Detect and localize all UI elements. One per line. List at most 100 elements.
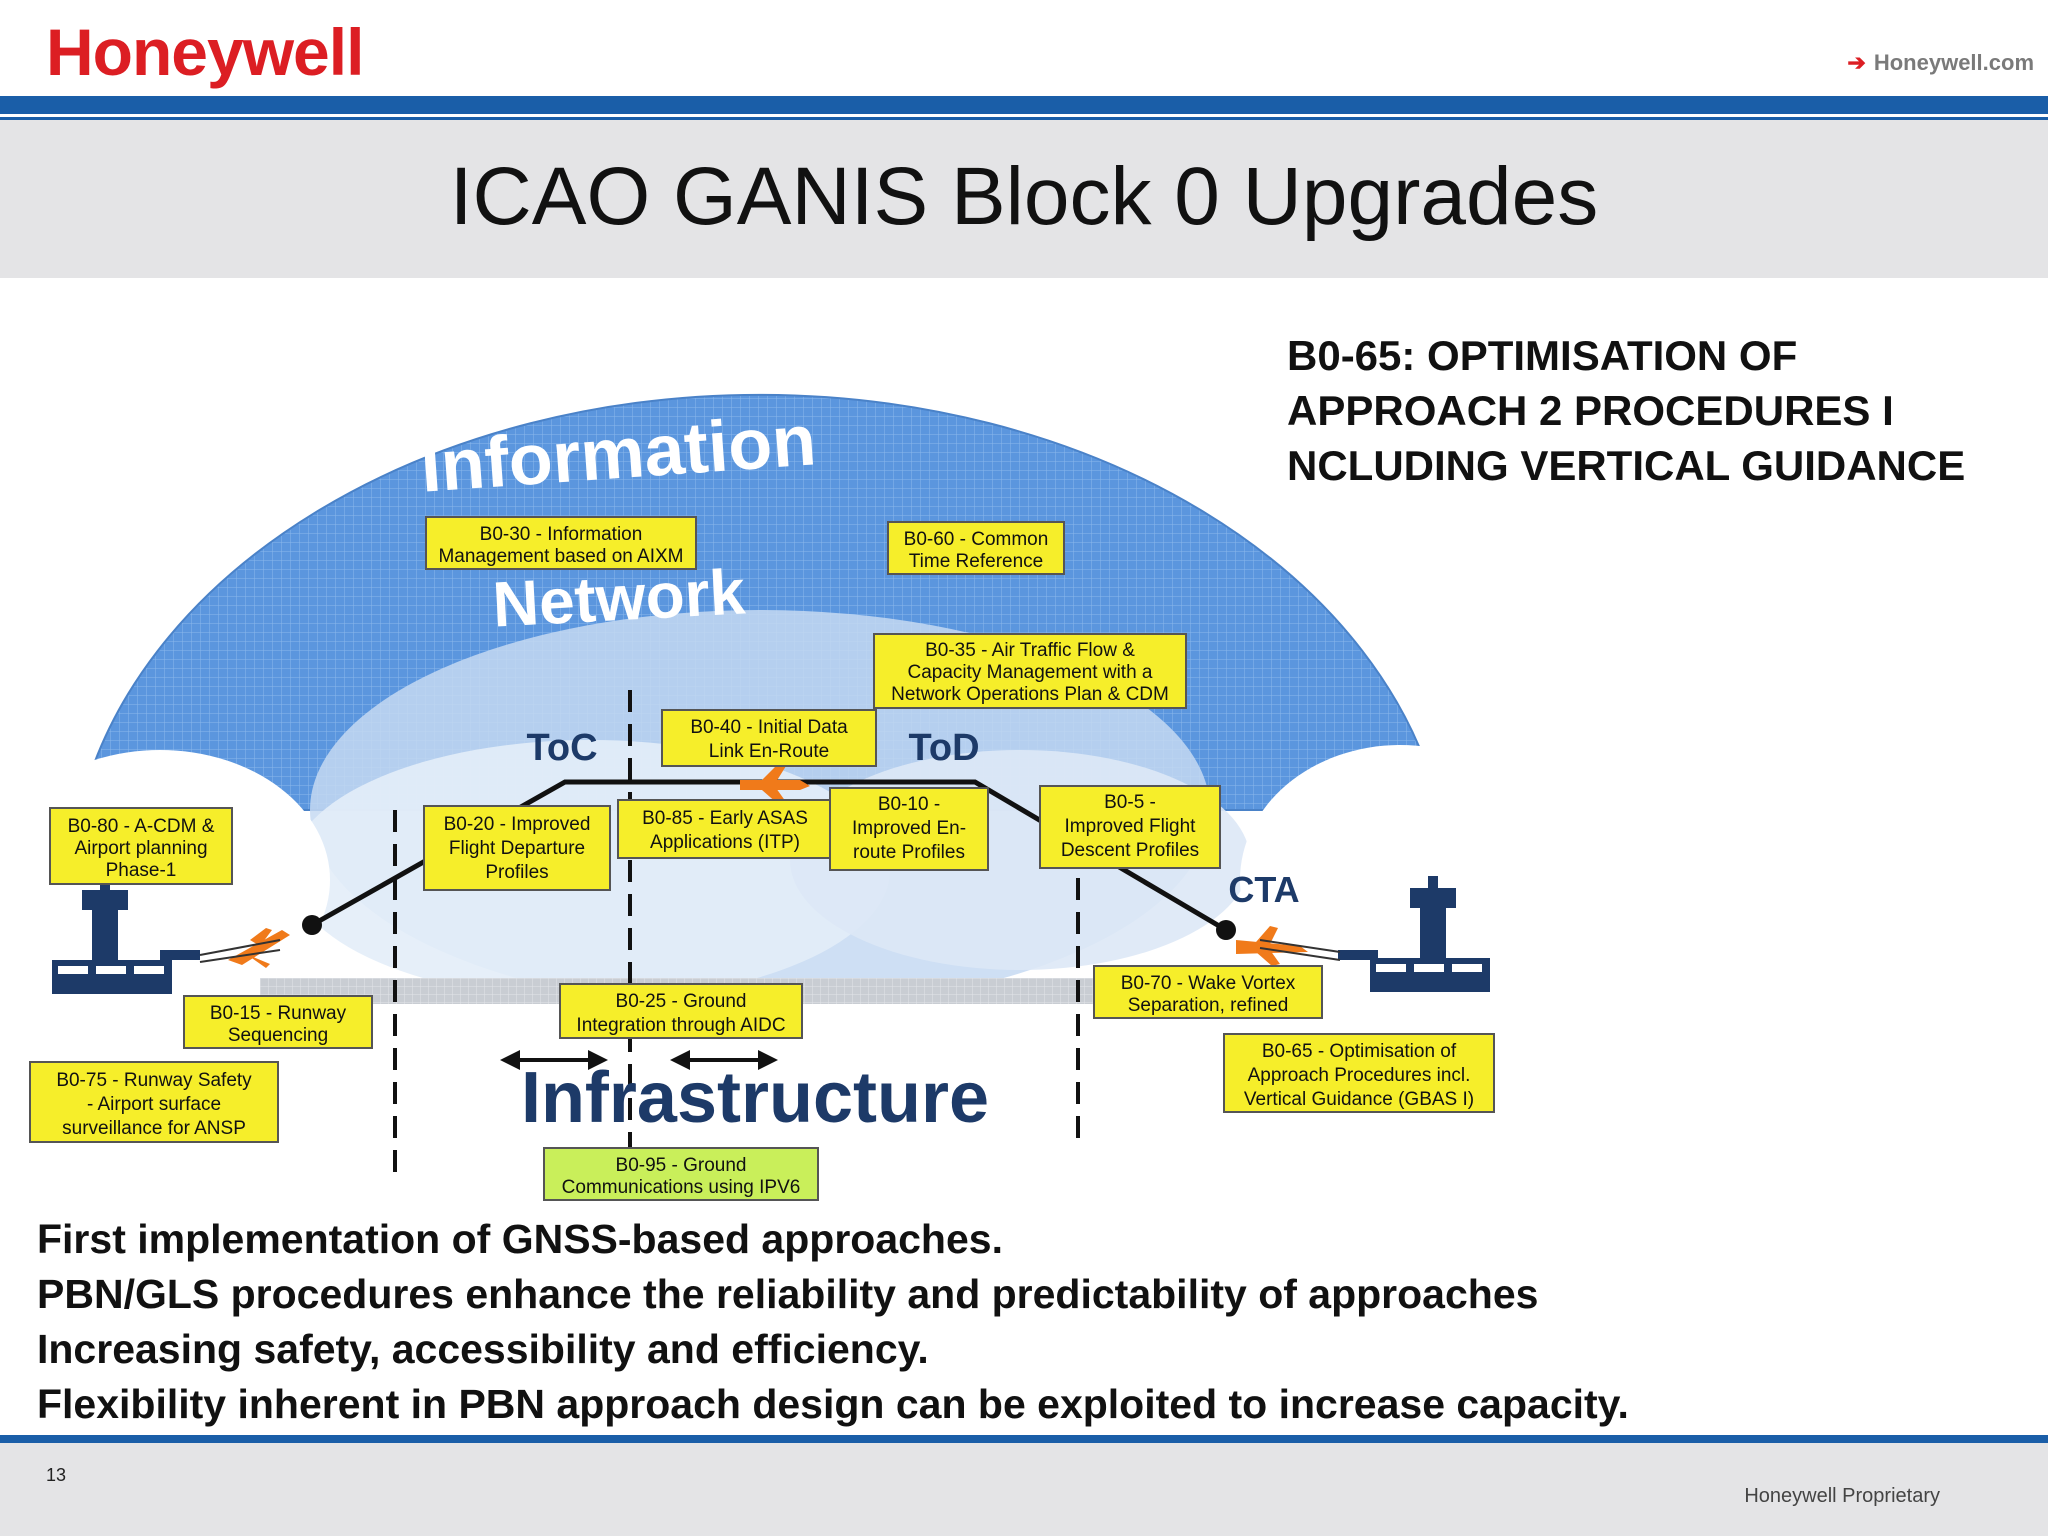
side-heading: B0-65: OPTIMISATION OF APPROACH 2 PROCED… xyxy=(1287,328,2037,493)
honeywell-logo: Honeywell xyxy=(46,15,364,89)
svg-text:Airport planning: Airport planning xyxy=(74,838,207,859)
svg-text:B0-65 - Optimisation of: B0-65 - Optimisation of xyxy=(1262,1041,1457,1062)
cta-label: CTA xyxy=(1228,869,1299,910)
box-text: B0-5 - xyxy=(1104,792,1156,813)
bullet-item: First implementation of GNSS-based appro… xyxy=(37,1216,1003,1262)
slide-title: ICAO GANIS Block 0 Upgrades xyxy=(449,151,1599,242)
side-heading-line: APPROACH 2 PROCEDURES I xyxy=(1287,387,1894,434)
box-b0-35 xyxy=(873,633,1187,709)
box-b0-10 xyxy=(829,787,989,871)
box-text: Time Reference xyxy=(909,551,1043,572)
arrival-point xyxy=(1216,920,1236,940)
box-text: Vertical Guidance (GBAS I) xyxy=(1244,1089,1474,1110)
double-arrow-icon xyxy=(500,1050,778,1070)
box-text: B0-75 - Runway Safety xyxy=(56,1070,252,1091)
box-text: Link En-Route xyxy=(709,741,829,762)
box-text: Improved En- xyxy=(852,818,966,839)
box-text: B0-20 - Improved xyxy=(444,814,591,835)
svg-text:B0-30 - Information: B0-30 - Information xyxy=(480,524,643,545)
svg-text:B0-25 - Ground: B0-25 - Ground xyxy=(616,991,747,1012)
svg-text:B0-85 - Early ASAS: B0-85 - Early ASAS xyxy=(642,808,808,829)
box-text: Flight Departure xyxy=(449,838,585,859)
box-b0-65 xyxy=(1223,1033,1495,1113)
box-text: Applications (ITP) xyxy=(650,832,800,853)
svg-text:Network Operations Plan & CDM: Network Operations Plan & CDM xyxy=(891,684,1169,705)
header-blue-bar xyxy=(0,96,2048,114)
site-link-label: Honeywell.com xyxy=(1873,50,2034,75)
box-text: Improved Flight xyxy=(1065,816,1197,837)
box-text: Integration through AIDC xyxy=(576,1015,785,1036)
svg-text:Management based on AIXM: Management based on AIXM xyxy=(438,546,683,567)
bullet-item: Increasing safety, accessibility and eff… xyxy=(37,1326,929,1372)
box-b0-30 xyxy=(425,516,697,570)
box-text: surveillance for ANSP xyxy=(62,1118,246,1139)
box-text: Descent Profiles xyxy=(1061,840,1199,861)
left-airport-icon xyxy=(52,878,200,994)
box-text: B0-40 - Initial Data xyxy=(690,717,848,738)
tod-label: ToD xyxy=(908,727,979,769)
svg-text:Phase-1: Phase-1 xyxy=(106,860,177,881)
svg-text:surveillance for ANSP: surveillance for ANSP xyxy=(62,1118,246,1139)
box-text: B0-85 - Early ASAS xyxy=(642,808,808,829)
box-text: B0-95 - Ground xyxy=(616,1155,747,1176)
bullet-item: PBN/GLS procedures enhance the reliabili… xyxy=(37,1271,1539,1317)
proprietary-label: Honeywell Proprietary xyxy=(1744,1485,1940,1507)
svg-text:Improved En-: Improved En- xyxy=(852,818,966,839)
honeywell-site-link[interactable]: ➔ Honeywell.com xyxy=(1847,50,2034,76)
box-text: route Profiles xyxy=(853,842,965,863)
box-text: B0-30 - Information xyxy=(480,524,643,545)
svg-text:Vertical Guidance (GBAS I): Vertical Guidance (GBAS I) xyxy=(1244,1089,1474,1110)
box-b0-25 xyxy=(559,983,803,1039)
box-text: Network Operations Plan & CDM xyxy=(891,684,1169,705)
svg-text:B0-70 - Wake Vortex: B0-70 - Wake Vortex xyxy=(1121,973,1296,994)
footer xyxy=(0,1443,2048,1536)
departure-point xyxy=(302,915,322,935)
box-text: B0-25 - Ground xyxy=(616,991,747,1012)
side-heading-line: NCLUDING VERTICAL GUIDANCE xyxy=(1287,442,1966,489)
svg-text:Capacity Management with a: Capacity Management with a xyxy=(907,662,1152,683)
side-heading-line: B0-65: OPTIMISATION OF xyxy=(1287,332,1798,379)
box-b0-15 xyxy=(183,995,373,1049)
box-text: B0-65 - Optimisation of xyxy=(1262,1041,1457,1062)
box-text: Profiles xyxy=(485,862,548,883)
box-text: Sequencing xyxy=(228,1025,328,1046)
box-b0-20 xyxy=(423,805,611,891)
svg-text:B0-35 - Air Traffic Flow &: B0-35 - Air Traffic Flow & xyxy=(925,640,1135,661)
arrow-right-icon: ➔ xyxy=(1847,50,1866,75)
box-text: Phase-1 xyxy=(106,860,177,881)
svg-text:Approach Procedures incl.: Approach Procedures incl. xyxy=(1248,1065,1471,1086)
box-b0-60 xyxy=(887,521,1065,575)
svg-text:Separation, refined: Separation, refined xyxy=(1128,995,1289,1016)
svg-text:Improved Flight: Improved Flight xyxy=(1065,816,1197,837)
box-text: B0-60 - Common xyxy=(904,529,1049,550)
box-b0-40 xyxy=(661,709,877,767)
svg-text:B0-10 -: B0-10 - xyxy=(878,794,940,815)
svg-text:Descent Profiles: Descent Profiles xyxy=(1061,840,1199,861)
title-bar xyxy=(0,120,2048,278)
bullet-item: Flexibility inherent in PBN approach des… xyxy=(37,1381,1629,1427)
svg-text:Integration through AIDC: Integration through AIDC xyxy=(576,1015,785,1036)
svg-text:- Airport surface: - Airport surface xyxy=(87,1094,221,1115)
box-text: B0-15 - Runway xyxy=(210,1003,347,1024)
box-b0-95 xyxy=(543,1147,819,1201)
svg-text:B0-20 - Improved: B0-20 - Improved xyxy=(444,814,591,835)
infrastructure-label: Infrastructure xyxy=(521,1058,989,1138)
page-number: 13 xyxy=(46,1465,67,1485)
box-b0-80 xyxy=(49,807,233,885)
box-text: B0-10 - xyxy=(878,794,940,815)
box-b0-5 xyxy=(1039,785,1221,869)
box-text: Separation, refined xyxy=(1128,995,1289,1016)
svg-text:Sequencing: Sequencing xyxy=(228,1025,328,1046)
header-blue-line xyxy=(0,117,2048,120)
svg-text:B0-60 - Common: B0-60 - Common xyxy=(904,529,1049,550)
svg-text:B0-95 - Ground: B0-95 - Ground xyxy=(616,1155,747,1176)
svg-text:B0-80 - A-CDM &: B0-80 - A-CDM & xyxy=(68,816,215,837)
svg-text:Link En-Route: Link En-Route xyxy=(709,741,829,762)
box-text: Management based on AIXM xyxy=(438,546,683,567)
svg-text:Flight Departure: Flight Departure xyxy=(449,838,585,859)
svg-text:route Profiles: route Profiles xyxy=(853,842,965,863)
box-text: Airport planning xyxy=(74,838,207,859)
svg-text:B0-5 -: B0-5 - xyxy=(1104,792,1156,813)
svg-text:Profiles: Profiles xyxy=(485,862,548,883)
box-text: Communications using IPV6 xyxy=(562,1177,801,1198)
